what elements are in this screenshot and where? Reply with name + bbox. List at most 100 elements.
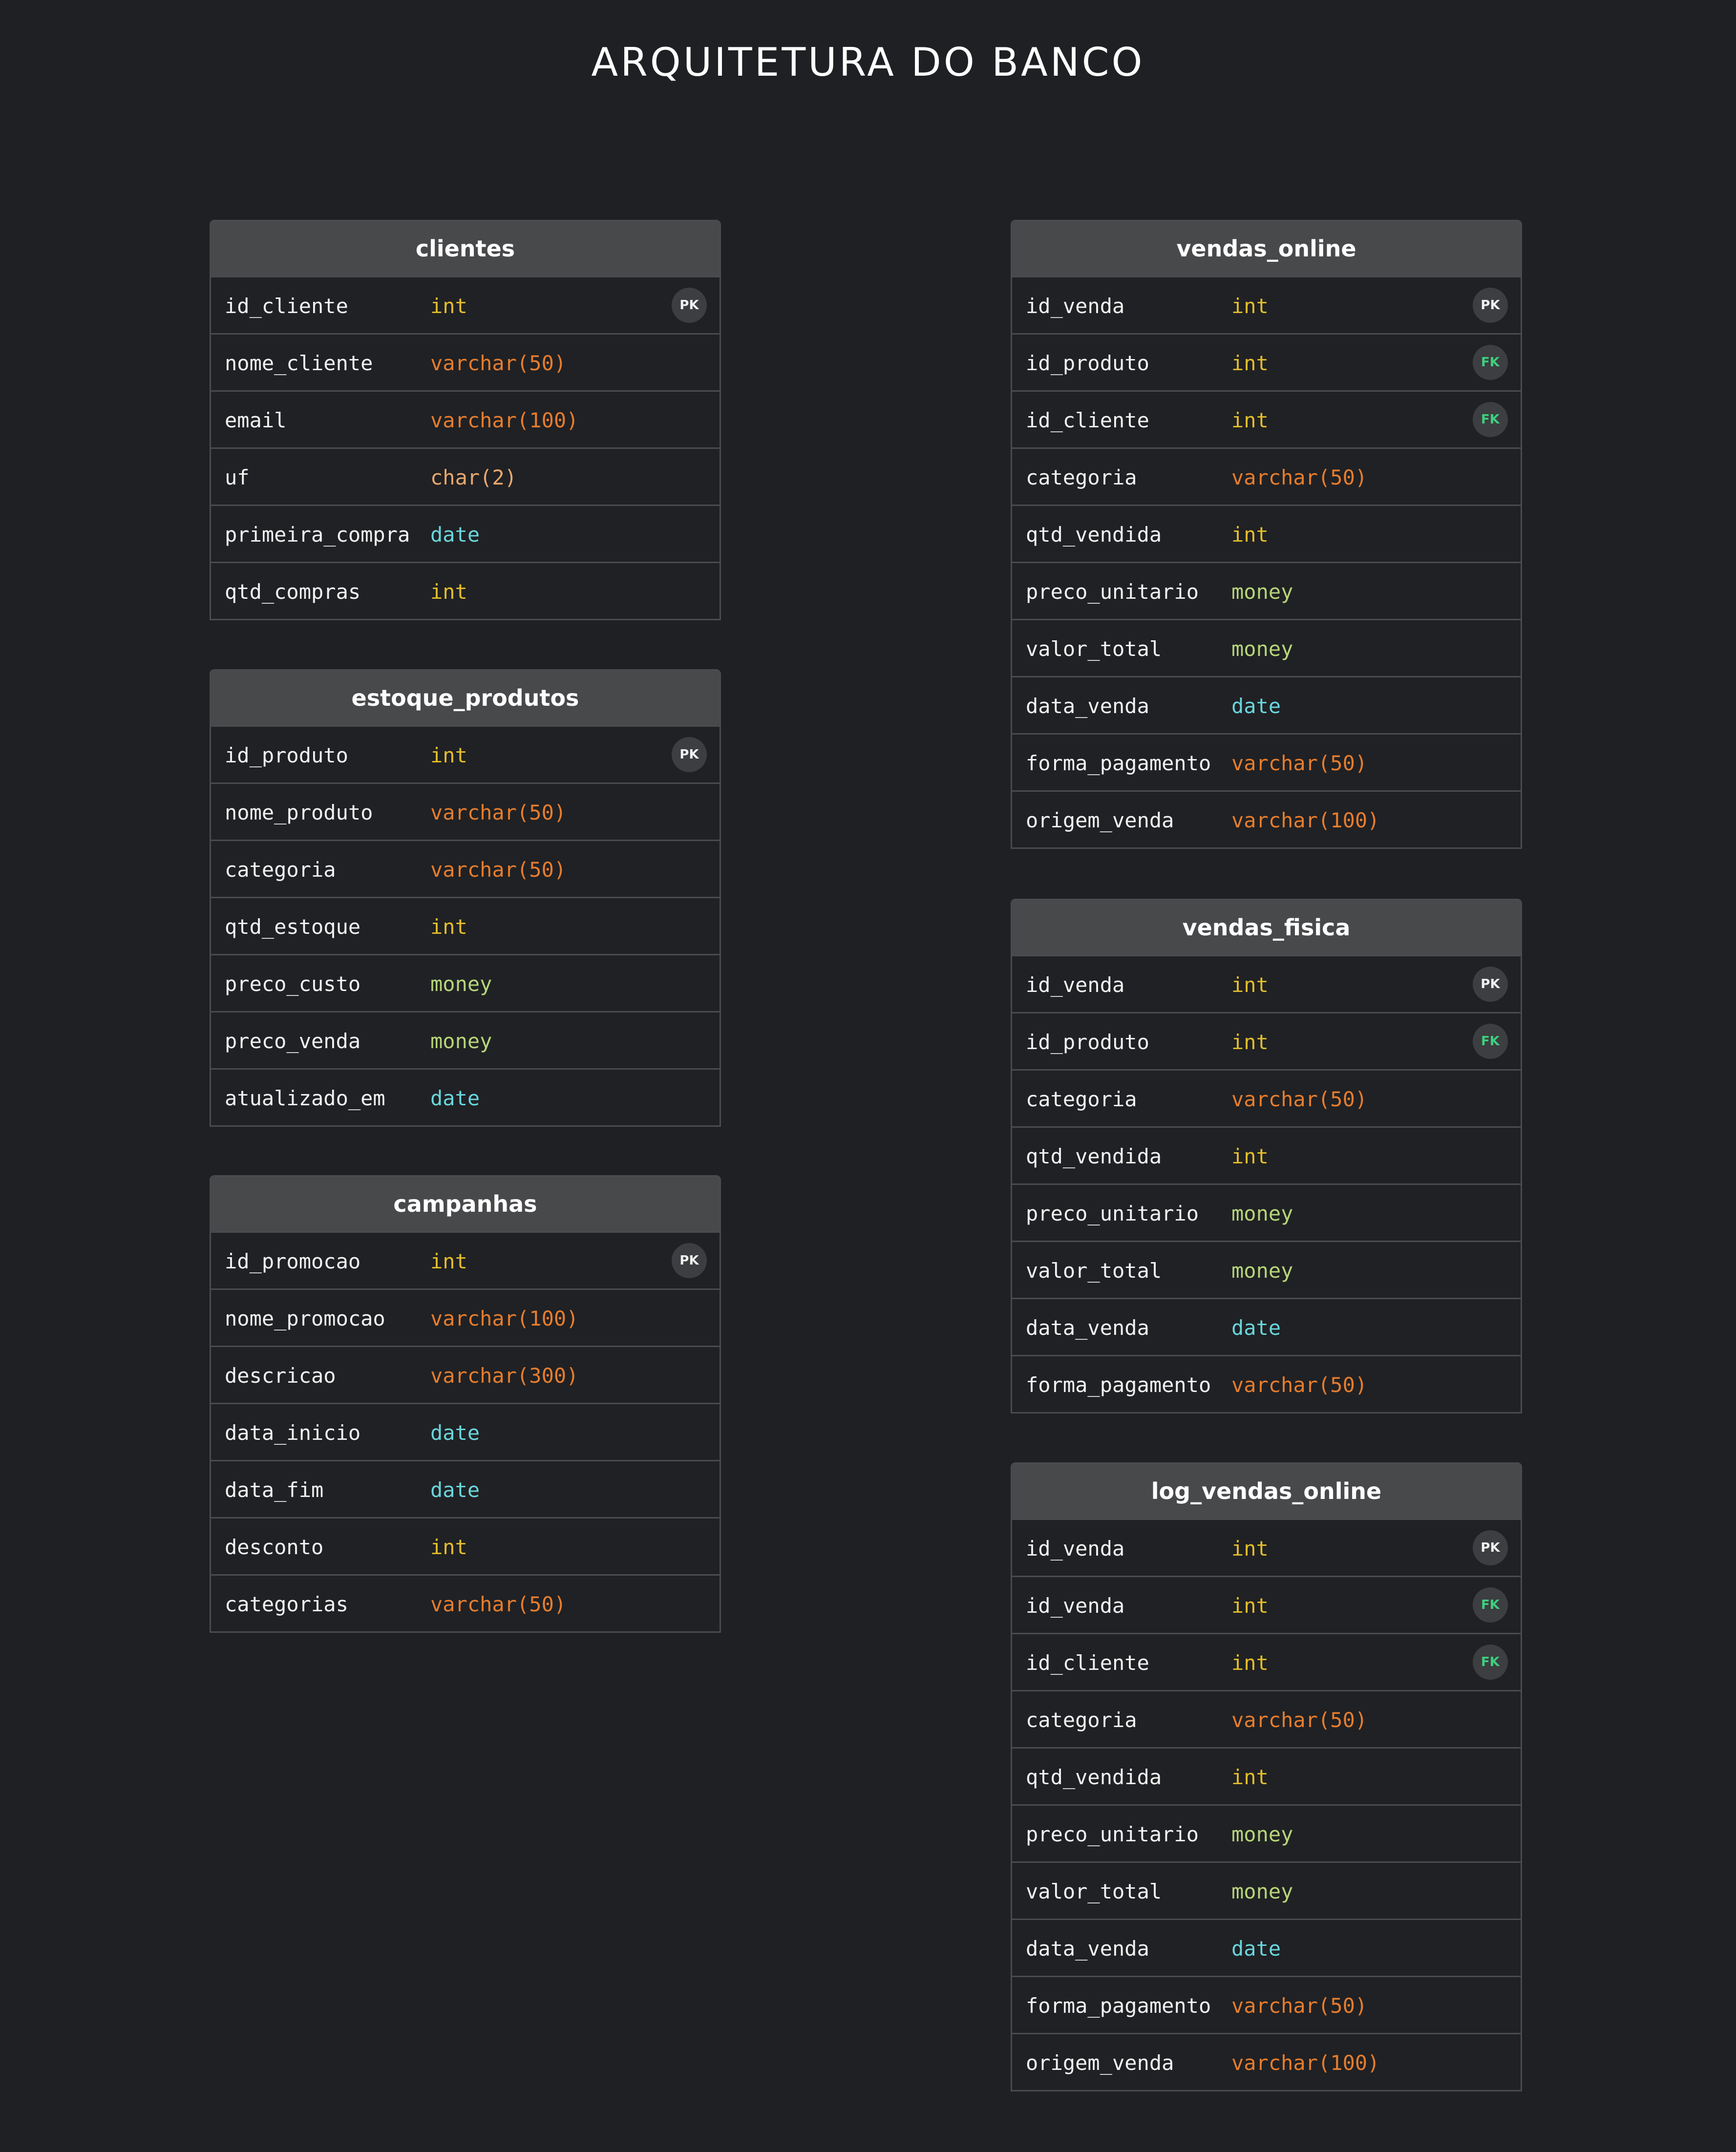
column-name: email [225, 408, 287, 432]
column-name: id_venda [1026, 1594, 1125, 1618]
column-type: varchar(100) [1231, 808, 1380, 832]
primary-key-badge: PK [1473, 288, 1508, 323]
primary-key-badge: PK [1473, 967, 1508, 1002]
column-type: int [430, 1535, 467, 1559]
column-type: int [1231, 1537, 1269, 1561]
column-type: varchar(100) [430, 408, 579, 432]
column-name: id_cliente [225, 294, 348, 318]
column-type: money [430, 972, 492, 996]
column-name: origem_venda [1026, 2051, 1174, 2075]
column-row: forma_pagamento varchar(50) [1012, 733, 1521, 790]
primary-key-badge: PK [672, 1243, 707, 1278]
column-type: varchar(100) [1231, 2051, 1380, 2075]
table-header: vendas_fisica [1012, 900, 1521, 955]
column-name: nome_produto [225, 801, 373, 824]
column-name: id_venda [1026, 973, 1125, 997]
column-name: valor_total [1026, 1259, 1162, 1283]
column-type: money [1231, 1202, 1293, 1225]
column-name: id_cliente [1026, 1651, 1149, 1675]
primary-key-badge: PK [672, 288, 707, 323]
column-name: atualizado_em [225, 1086, 385, 1110]
column-name: nome_promocao [225, 1307, 385, 1330]
column-row: origem_venda varchar(100) [1012, 2033, 1521, 2090]
column-name: qtd_estoque [225, 915, 361, 939]
column-type: varchar(50) [1231, 751, 1368, 775]
column-name: preco_unitario [1026, 1202, 1199, 1225]
table-header: campanhas [211, 1177, 720, 1231]
column-type: varchar(50) [1231, 1708, 1368, 1732]
column-name: valor_total [1026, 1879, 1162, 1903]
column-type: date [1231, 1316, 1281, 1340]
column-name: id_produto [225, 743, 348, 767]
foreign-key-badge: FK [1473, 345, 1508, 380]
column-name: nome_cliente [225, 351, 373, 375]
column-type: money [1231, 1879, 1293, 1903]
column-type: varchar(50) [430, 1592, 567, 1616]
column-name: qtd_vendida [1026, 523, 1162, 547]
column-type: int [1231, 1030, 1269, 1054]
column-type: varchar(300) [430, 1364, 579, 1388]
column-name: descricao [225, 1364, 336, 1388]
column-name: primeira_compra [225, 523, 410, 547]
column-row: origem_venda varchar(100) [1012, 790, 1521, 847]
column-name: preco_custo [225, 972, 361, 996]
column-type: char(2) [430, 465, 517, 489]
column-name: uf [225, 465, 250, 489]
column-name: preco_unitario [1026, 580, 1199, 604]
column-row: uf char(2) [211, 447, 720, 505]
foreign-key-badge: FK [1473, 402, 1508, 437]
column-name: forma_pagamento [1026, 1373, 1211, 1397]
column-name: origem_venda [1026, 808, 1174, 832]
column-name: preco_venda [225, 1029, 361, 1053]
column-row: id_produto int PK [211, 725, 720, 782]
column-type: varchar(50) [1231, 465, 1368, 489]
primary-key-badge: PK [672, 737, 707, 772]
column-name: forma_pagamento [1026, 751, 1211, 775]
column-type: int [430, 743, 467, 767]
foreign-key-badge: FK [1473, 1587, 1508, 1623]
column-type: varchar(50) [1231, 1087, 1368, 1111]
column-type: date [430, 1421, 480, 1445]
page-title: ARQUITETURA DO BANCO [591, 40, 1145, 85]
column-type: int [430, 294, 467, 318]
column-name: desconto [225, 1535, 324, 1559]
